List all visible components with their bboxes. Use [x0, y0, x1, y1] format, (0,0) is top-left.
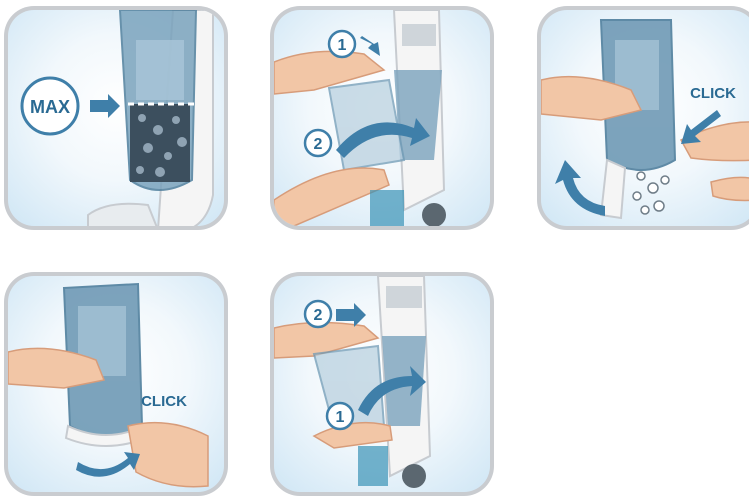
close-container-illustration: CLICK	[8, 276, 224, 492]
step-panel-5: 2 1	[270, 272, 494, 496]
step-marker-1: 1	[338, 37, 347, 54]
step-panel-3: CLICK	[537, 6, 749, 230]
empty-container-illustration: CLICK	[541, 10, 749, 226]
step-panel-1: MAX	[4, 6, 228, 230]
click-label: CLICK	[690, 85, 736, 102]
step-panel-4: CLICK	[4, 272, 228, 496]
step-panel-2: 1 2	[270, 6, 494, 230]
click-label: CLICK	[141, 393, 187, 410]
max-label: MAX	[30, 97, 70, 117]
remove-container-illustration: 1 2	[274, 10, 490, 226]
step-marker-2: 2	[314, 307, 323, 324]
dust-container-max-illustration: MAX	[8, 10, 224, 226]
reinsert-container-illustration: 2 1	[274, 276, 490, 492]
step-marker-2: 2	[314, 136, 323, 153]
step-marker-1: 1	[336, 409, 345, 426]
